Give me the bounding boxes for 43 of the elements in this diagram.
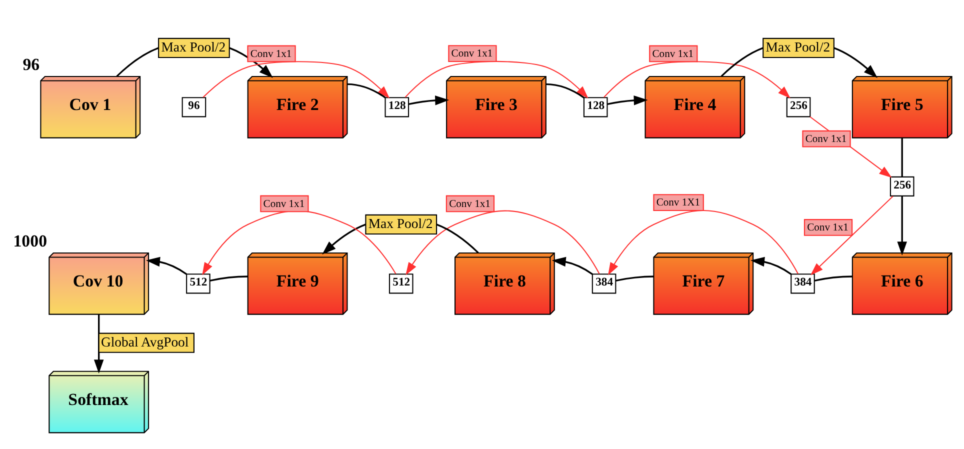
edge-label: Conv 1X1 <box>656 197 700 208</box>
edge-label: Conv 1x1 <box>262 198 304 210</box>
edge-label: Conv 1x1 <box>804 134 846 145</box>
node-box: 96 <box>181 96 206 117</box>
node-box: 384 <box>790 273 814 294</box>
node-box: 256 <box>786 96 810 117</box>
arrow <box>750 256 792 274</box>
node-box: 128 <box>384 96 409 117</box>
connector <box>814 275 852 282</box>
arrow <box>896 196 906 256</box>
node-label: 1000 <box>12 230 47 250</box>
edge-label: Max Pool/2 <box>160 39 226 54</box>
edge-label: Conv 1x1 <box>806 222 848 234</box>
connector <box>900 137 902 176</box>
arrow <box>145 256 187 274</box>
edge-label: Conv 1x1 <box>450 48 492 60</box>
node-box: 512 <box>186 273 210 294</box>
node-box: 128 <box>582 96 608 117</box>
arrow <box>551 256 592 274</box>
arrow <box>202 60 390 98</box>
arrow <box>202 210 396 275</box>
node-label: 96 <box>22 54 40 74</box>
node-box: 512 <box>388 273 413 294</box>
arrow <box>606 94 648 105</box>
node-box: 256 <box>889 176 914 196</box>
arrow <box>603 60 790 98</box>
arrow <box>405 210 600 275</box>
arrow <box>408 94 449 105</box>
arrow <box>93 314 104 374</box>
arrow <box>608 209 798 275</box>
edge-label: Max Pool/2 <box>368 216 432 231</box>
connector <box>615 275 654 282</box>
connector <box>346 82 386 98</box>
arrow <box>404 60 588 98</box>
connector <box>545 82 584 98</box>
edge-label: Conv 1x1 <box>448 198 490 210</box>
edge-label: Conv 1x1 <box>652 48 694 60</box>
edge-label: Conv 1x1 <box>250 48 292 60</box>
node-box: 384 <box>591 273 616 294</box>
connector <box>209 275 248 282</box>
edge-label: Max Pool/2 <box>765 39 830 54</box>
edge-label: Global AvgPool <box>100 334 188 349</box>
arrow <box>810 195 893 275</box>
